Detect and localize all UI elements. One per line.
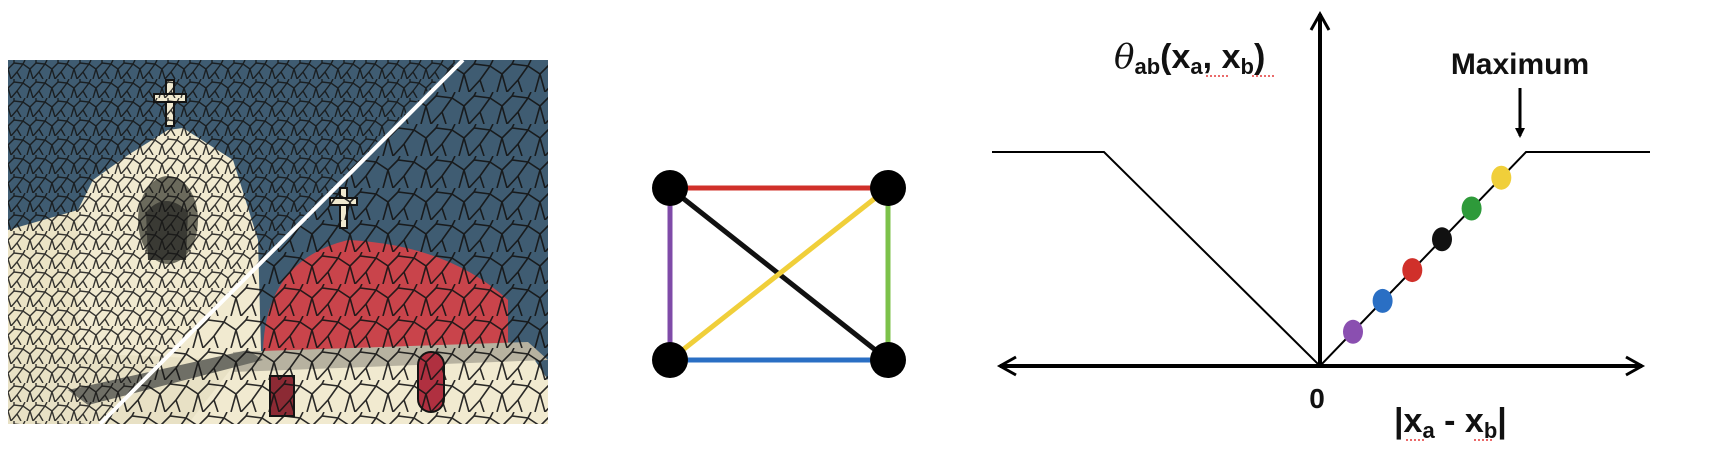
edge-dots — [1343, 165, 1512, 344]
potential-plot: Maximum 0 θab(xa, xb) |xa - xb| — [980, 0, 1710, 464]
node-bottom-right — [870, 342, 906, 378]
superpixel-photo — [8, 60, 548, 424]
dot-yellow — [1491, 165, 1512, 190]
node-top-right — [870, 170, 906, 206]
dot-purple — [1343, 319, 1363, 344]
node-bottom-left — [652, 342, 688, 378]
node-top-left — [652, 170, 688, 206]
dot-black — [1432, 227, 1452, 252]
graph-svg — [652, 170, 906, 378]
potential-curve — [992, 151, 1650, 368]
superpixel-image — [8, 60, 548, 424]
plot-svg: Maximum 0 θab(xa, xb) |xa - xb| — [992, 10, 1650, 443]
dot-green — [1461, 196, 1482, 221]
origin-label: 0 — [1309, 383, 1325, 414]
divider-line — [98, 60, 465, 424]
dot-red — [1402, 258, 1423, 283]
edge-diagonal-yellow — [668, 186, 890, 362]
x-axis-label: |xa - xb| — [1394, 402, 1507, 443]
y-axis-label: θab(xa, xb) — [1114, 37, 1265, 79]
dot-blue — [1372, 288, 1393, 313]
pairwise-graph — [640, 160, 920, 380]
maximum-label: Maximum — [1451, 48, 1589, 81]
